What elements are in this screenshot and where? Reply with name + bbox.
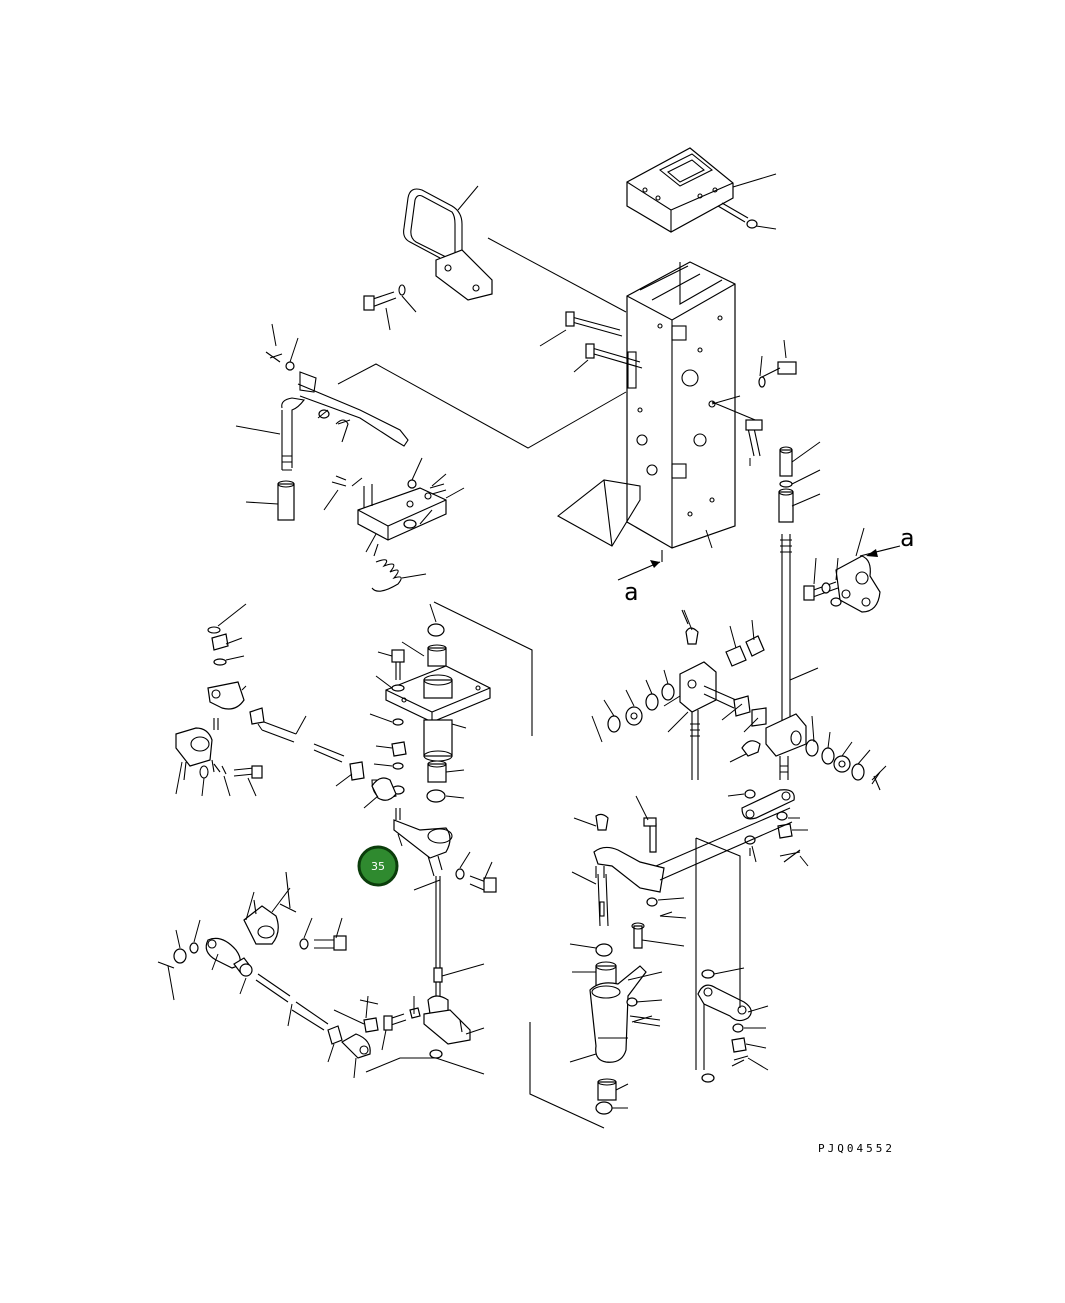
view-arrow-right: a <box>859 524 914 557</box>
pedal-shaft <box>529 807 793 1129</box>
callout-number[interactable]: 35 <box>371 860 385 873</box>
lower-right-link <box>695 837 752 1083</box>
lower-bracket <box>359 995 485 1075</box>
lower-tie-rod <box>157 871 371 1059</box>
right-link-arm <box>741 789 801 863</box>
flange-bracket <box>803 555 881 613</box>
cover-plate <box>626 147 758 233</box>
clamp-lever <box>393 819 497 1000</box>
console-post <box>557 261 736 549</box>
pedal-bracket <box>357 479 447 592</box>
callout-badge[interactable] <box>357 845 399 887</box>
view-arrow-left: a <box>617 550 663 606</box>
hand-grip <box>403 188 493 301</box>
view-label-right: a <box>900 524 914 552</box>
drawing-code: PJQ04552 <box>818 1142 895 1155</box>
callout-35[interactable]: 35 <box>357 845 399 887</box>
center-tube <box>385 601 533 803</box>
lever-arm <box>265 351 409 521</box>
upper-tie-rod <box>175 603 397 801</box>
bolts-stack <box>371 649 407 820</box>
control-shaft <box>765 446 807 780</box>
shaft-arm <box>607 609 881 791</box>
view-label-left: a <box>624 578 638 606</box>
